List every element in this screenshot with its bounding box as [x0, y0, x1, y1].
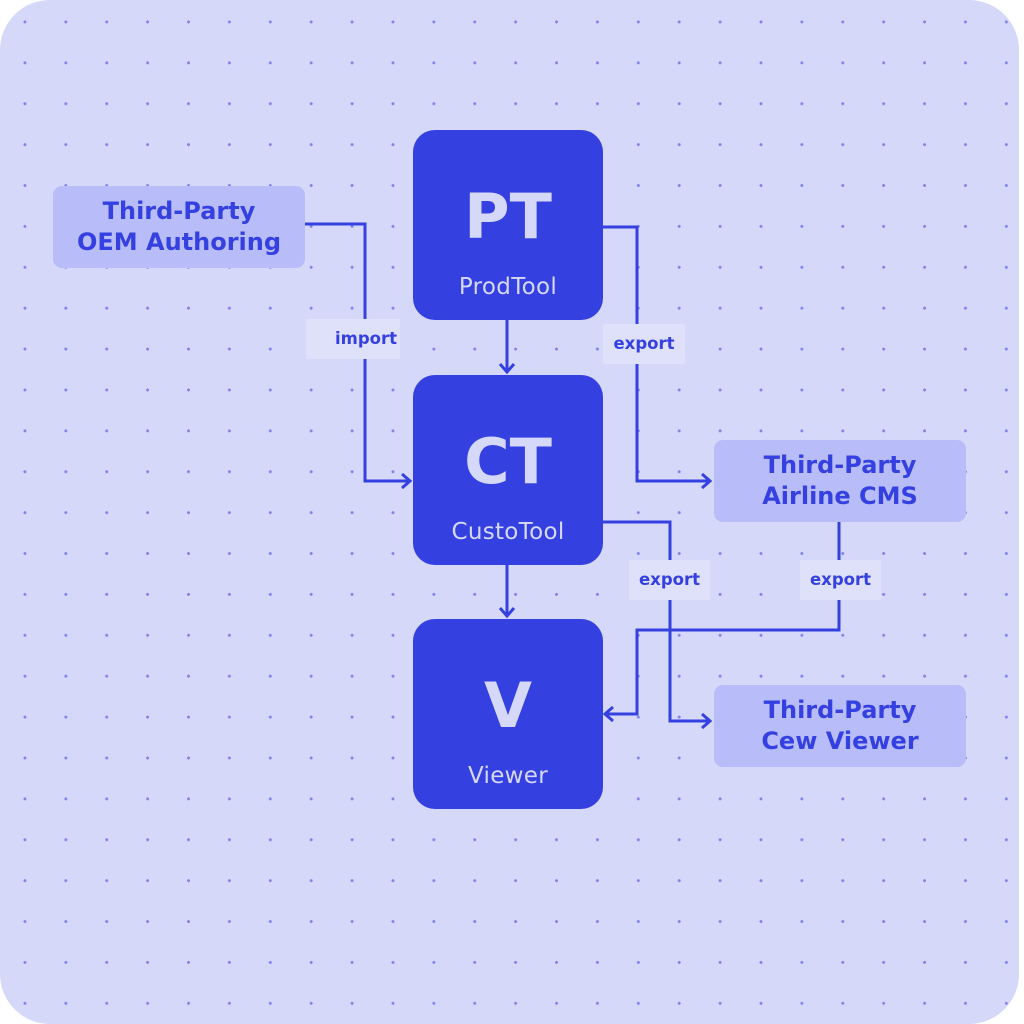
node-custotool[interactable]: CT CustoTool	[413, 375, 603, 565]
arrowhead-ct-to-crew	[701, 712, 713, 730]
edge-label-export-cms-v-text: export	[809, 570, 871, 589]
node-cms-line1: Third-Party	[763, 451, 917, 479]
edge-label-export-cms-v: export	[800, 560, 881, 600]
node-viewer[interactable]: V Viewer	[413, 619, 603, 809]
connector-ct-to-crew	[602, 520, 710, 723]
edge-label-export-ct-crew: export	[629, 560, 710, 600]
node-crew-line2: Cew Viewer	[761, 727, 919, 755]
edge-label-import: import	[306, 319, 400, 359]
arrowhead-cms-to-v	[602, 705, 614, 723]
arrowhead-pt-to-ct	[498, 363, 516, 375]
node-third-party-airline-cms[interactable]: Third-Party Airline CMS	[714, 440, 966, 522]
node-oem-line2: OEM Authoring	[76, 228, 282, 256]
edge-label-import-text: import	[334, 329, 398, 348]
node-custotool-name: CustoTool	[451, 519, 565, 545]
node-prodtool-name: ProdTool	[458, 274, 558, 300]
edge-label-export-pt-cms-text: export	[613, 334, 675, 353]
node-custotool-abbr: CT	[464, 425, 552, 498]
node-third-party-crew-viewer[interactable]: Third-Party Cew Viewer	[714, 685, 966, 767]
node-viewer-name: Viewer	[468, 763, 548, 789]
edge-label-export-ct-crew-text: export	[638, 570, 700, 589]
node-crew-line1: Third-Party	[763, 696, 917, 724]
arrowhead-pt-to-cms	[701, 472, 713, 490]
node-prodtool[interactable]: PT ProdTool	[413, 130, 603, 320]
node-oem-line1: Third-Party	[102, 197, 256, 225]
node-prodtool-abbr: PT	[464, 180, 552, 253]
node-third-party-oem-authoring[interactable]: Third-Party OEM Authoring	[53, 186, 305, 268]
node-viewer-abbr: V	[484, 669, 532, 742]
edge-label-export-pt-cms: export	[603, 324, 685, 364]
arrowhead-oem-to-ct	[401, 472, 413, 490]
arrowhead-ct-to-v	[498, 607, 516, 619]
node-cms-line2: Airline CMS	[762, 482, 918, 510]
